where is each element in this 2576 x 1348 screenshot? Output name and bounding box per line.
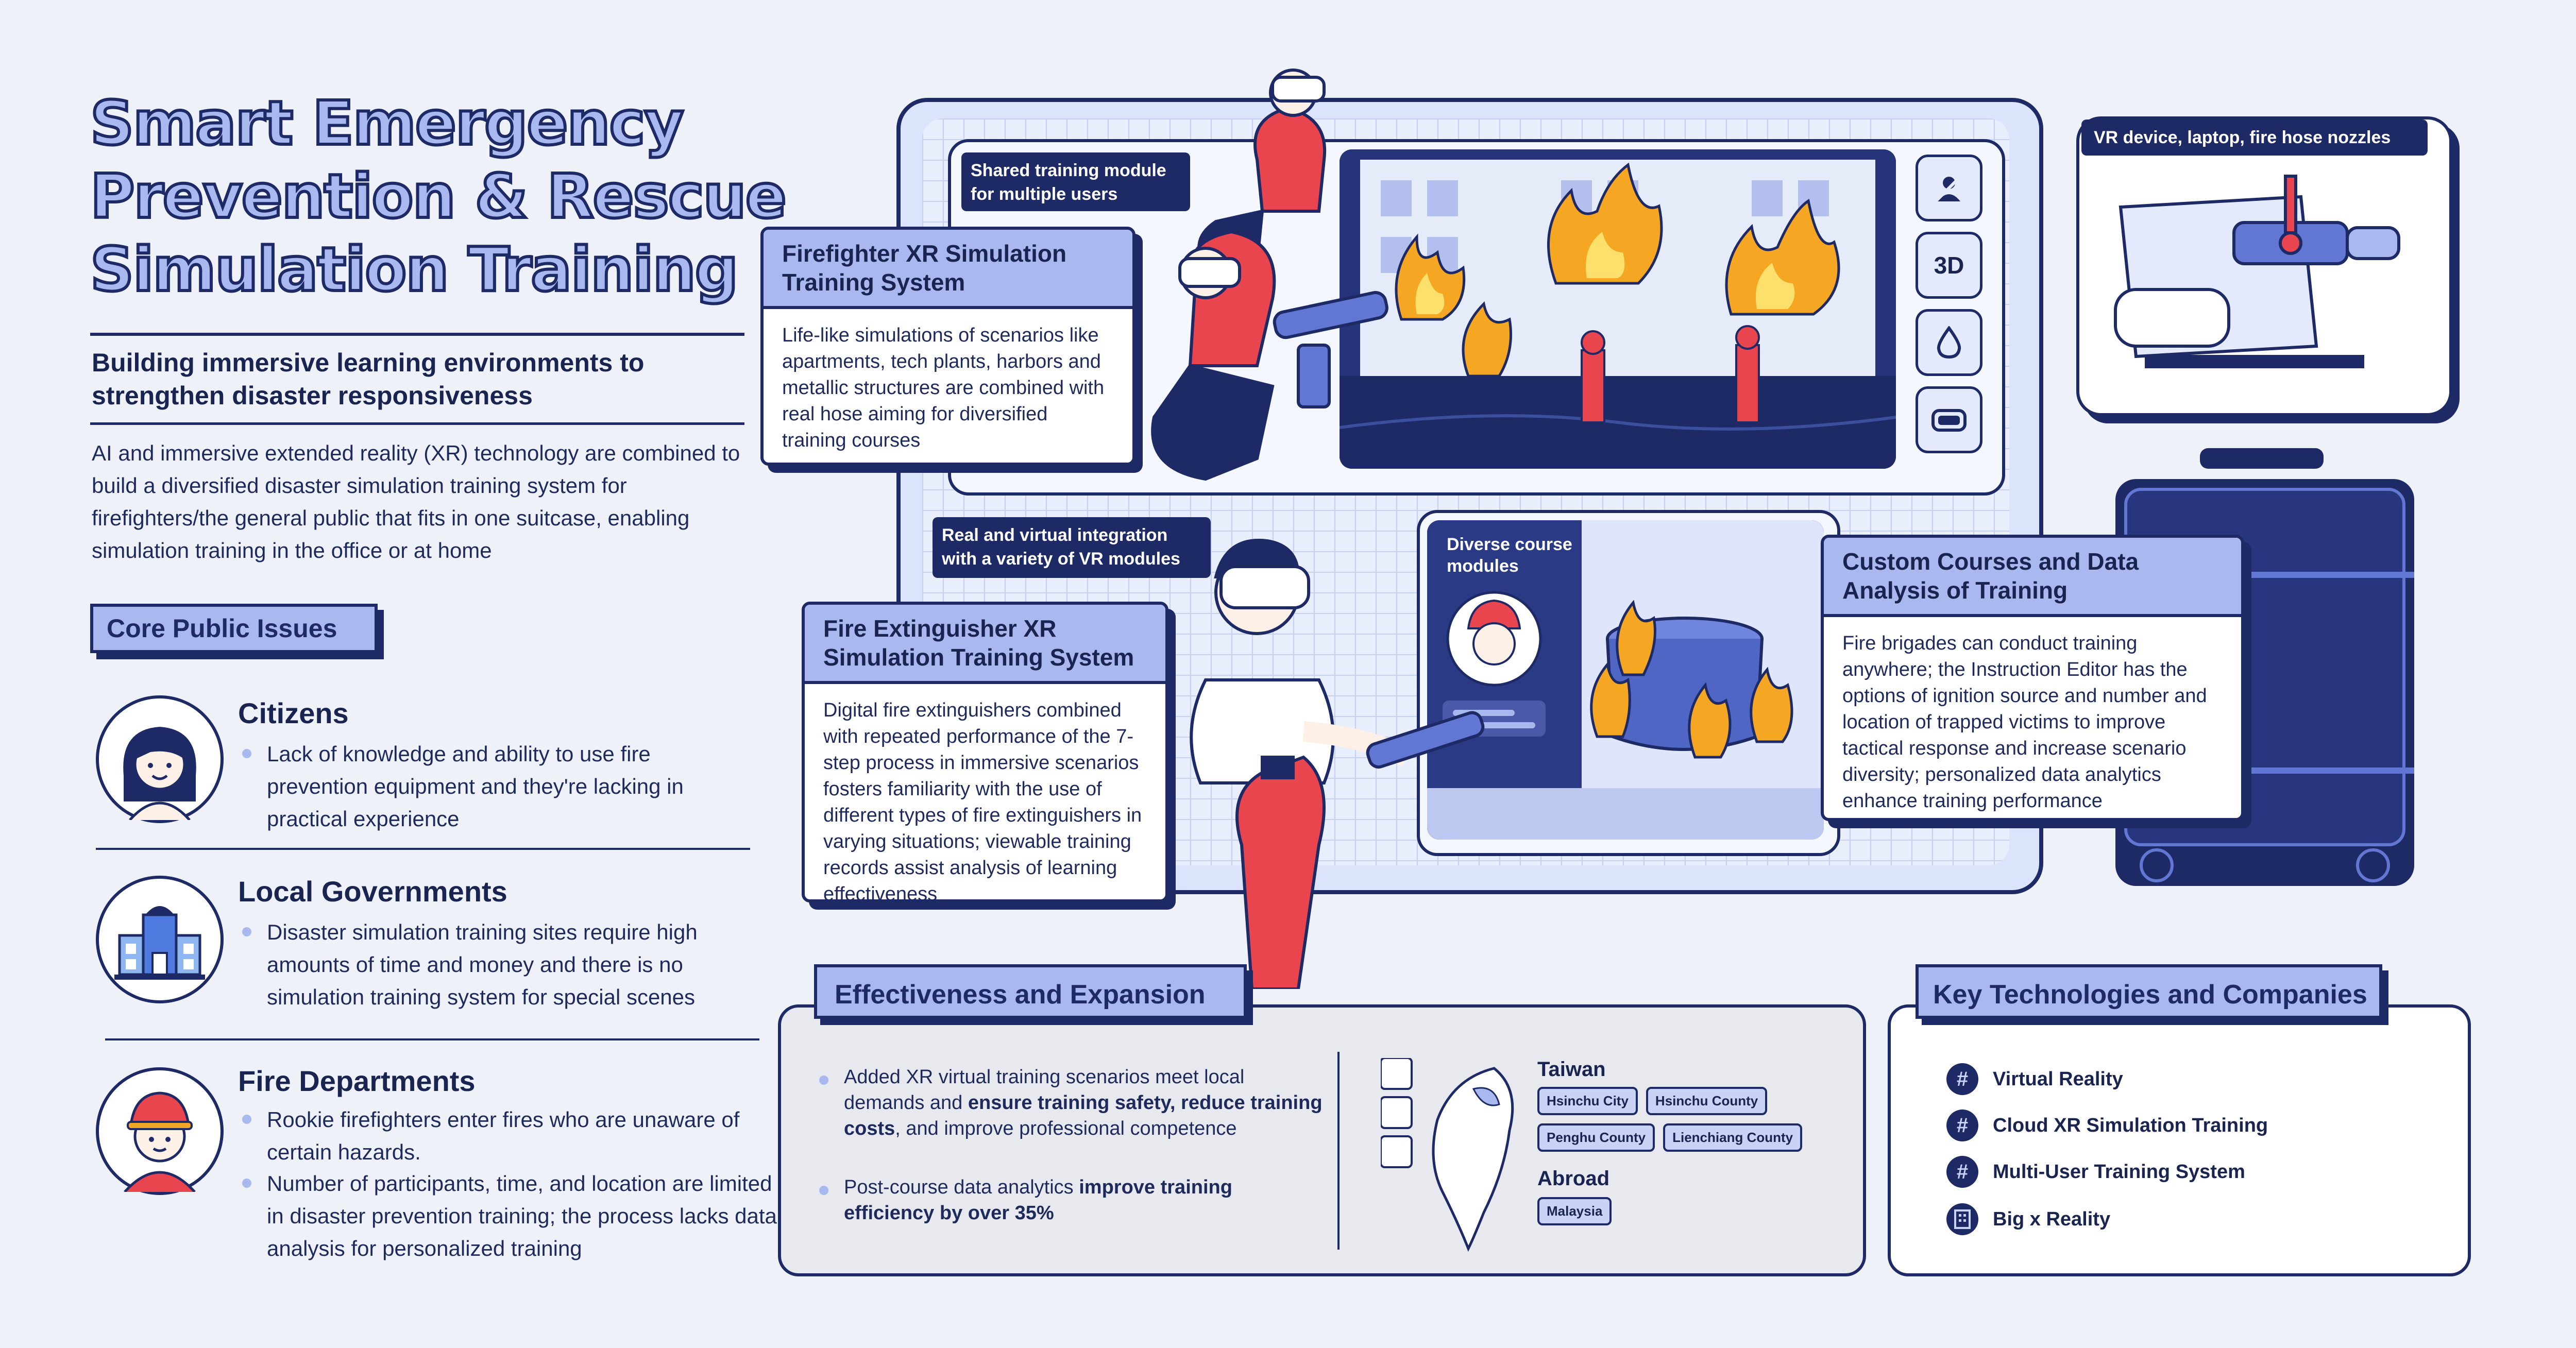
suitcase-handle (2200, 448, 2324, 469)
card-body: Life-like simulations of scenarios like … (782, 325, 1105, 451)
taiwan-locations: Hsinchu City Hsinchu County Penghu County… (1537, 1087, 1826, 1160)
firefighter-vr-illustration (1103, 57, 1525, 520)
devices-bubble (2076, 116, 2452, 416)
card-title: Firefighter XR Simulation Training Syste… (764, 230, 1132, 309)
building-icon (1946, 1203, 1978, 1235)
location-chip: Malaysia (1537, 1197, 1612, 1225)
effectiveness-heading: Effectiveness and Expansion (814, 964, 1247, 1019)
abroad-label: Abroad (1537, 1167, 1609, 1190)
taiwan-map-icon (1380, 1057, 1535, 1254)
effectiveness-point-2: Post-course data analytics improve train… (819, 1174, 1323, 1226)
government-building-icon (96, 876, 224, 1003)
key-tech-item: #Virtual Reality (1946, 1063, 2123, 1095)
custom-courses-card: Custom Courses and Data Analysis of Trai… (1821, 535, 2244, 821)
subtitle: Building immersive learning environments… (92, 348, 645, 410)
core-issues-heading: Core Public Issues (90, 604, 378, 653)
firefighter-scene-screen (1340, 149, 1896, 469)
extinguisher-scene-screen (1427, 520, 1824, 840)
user-icon-button[interactable] (1916, 155, 1982, 221)
hashtag-icon: # (1946, 1063, 1978, 1095)
extinguisher-user-illustration (1149, 515, 1520, 991)
issue-title-citizens: Citizens (238, 697, 349, 729)
3d-button[interactable]: 3D (1916, 232, 1982, 299)
key-tech-item: #Multi-User Training System (1946, 1156, 2245, 1188)
shared-module-label: Shared training module for multiple user… (961, 152, 1190, 211)
fire-extinguisher-xr-card: Fire Extinguisher XR Simulation Training… (802, 602, 1168, 902)
divider (96, 848, 750, 850)
issue-point: Lack of knowledge and ability to use fir… (242, 738, 731, 835)
devices-label: VR device, laptop, fire hose nozzles (2081, 120, 2428, 156)
vr-headset-icon-button[interactable] (1916, 386, 1982, 453)
title-line-1: Smart Emergency (89, 88, 685, 159)
card-title: Fire Extinguisher XR Simulation Training… (805, 605, 1165, 684)
key-tech-item: #Cloud XR Simulation Training (1946, 1110, 2268, 1141)
abroad-locations: Malaysia (1537, 1197, 1743, 1234)
taiwan-label: Taiwan (1537, 1058, 1606, 1081)
water-drop-icon-button[interactable] (1916, 309, 1982, 376)
citizen-avatar-icon (96, 695, 224, 823)
issue-point: Number of participants, time, and locati… (242, 1167, 777, 1265)
diverse-modules-label: Diverse course modules (1447, 535, 1572, 576)
card-title: Custom Courses and Data Analysis of Trai… (1824, 538, 2241, 617)
card-body: Digital fire extinguishers combined with… (823, 699, 1142, 902)
issue-point: Rookie firefighters enter fires who are … (242, 1103, 782, 1168)
title-line-3: Simulation Training (89, 234, 740, 305)
location-chip: Hsinchu City (1537, 1087, 1638, 1115)
location-chip: Lienchiang County (1663, 1123, 1803, 1152)
firefighter-avatar-icon (96, 1067, 224, 1195)
real-virtual-label: Real and virtual integration with a vari… (933, 517, 1211, 578)
hashtag-icon: # (1946, 1110, 1978, 1141)
hashtag-icon: # (1946, 1156, 1978, 1188)
intro-text: AI and immersive extended reality (XR) t… (92, 441, 740, 562)
issue-point: Disaster simulation training sites requi… (242, 916, 761, 1013)
location-chip: Hsinchu County (1646, 1087, 1768, 1115)
title-line-2: Prevention & Rescue (89, 161, 788, 232)
key-tech-panel (1888, 1004, 2471, 1276)
key-tech-item: Big x Reality (1946, 1203, 2110, 1235)
issue-title-local-governments: Local Governments (238, 875, 507, 908)
title-rule (90, 333, 744, 336)
firefighter-xr-card: Firefighter XR Simulation Training Syste… (760, 227, 1136, 466)
divider (1337, 1052, 1340, 1250)
effectiveness-point-1: Added XR virtual training scenarios meet… (819, 1064, 1323, 1141)
divider (105, 1038, 759, 1040)
card-body: Fire brigades can conduct training anywh… (1842, 633, 2207, 812)
issue-title-fire-departments: Fire Departments (238, 1065, 476, 1097)
subtitle-rule (90, 422, 744, 425)
location-chip: Penghu County (1537, 1123, 1655, 1152)
key-tech-heading: Key Technologies and Companies (1916, 964, 2382, 1019)
